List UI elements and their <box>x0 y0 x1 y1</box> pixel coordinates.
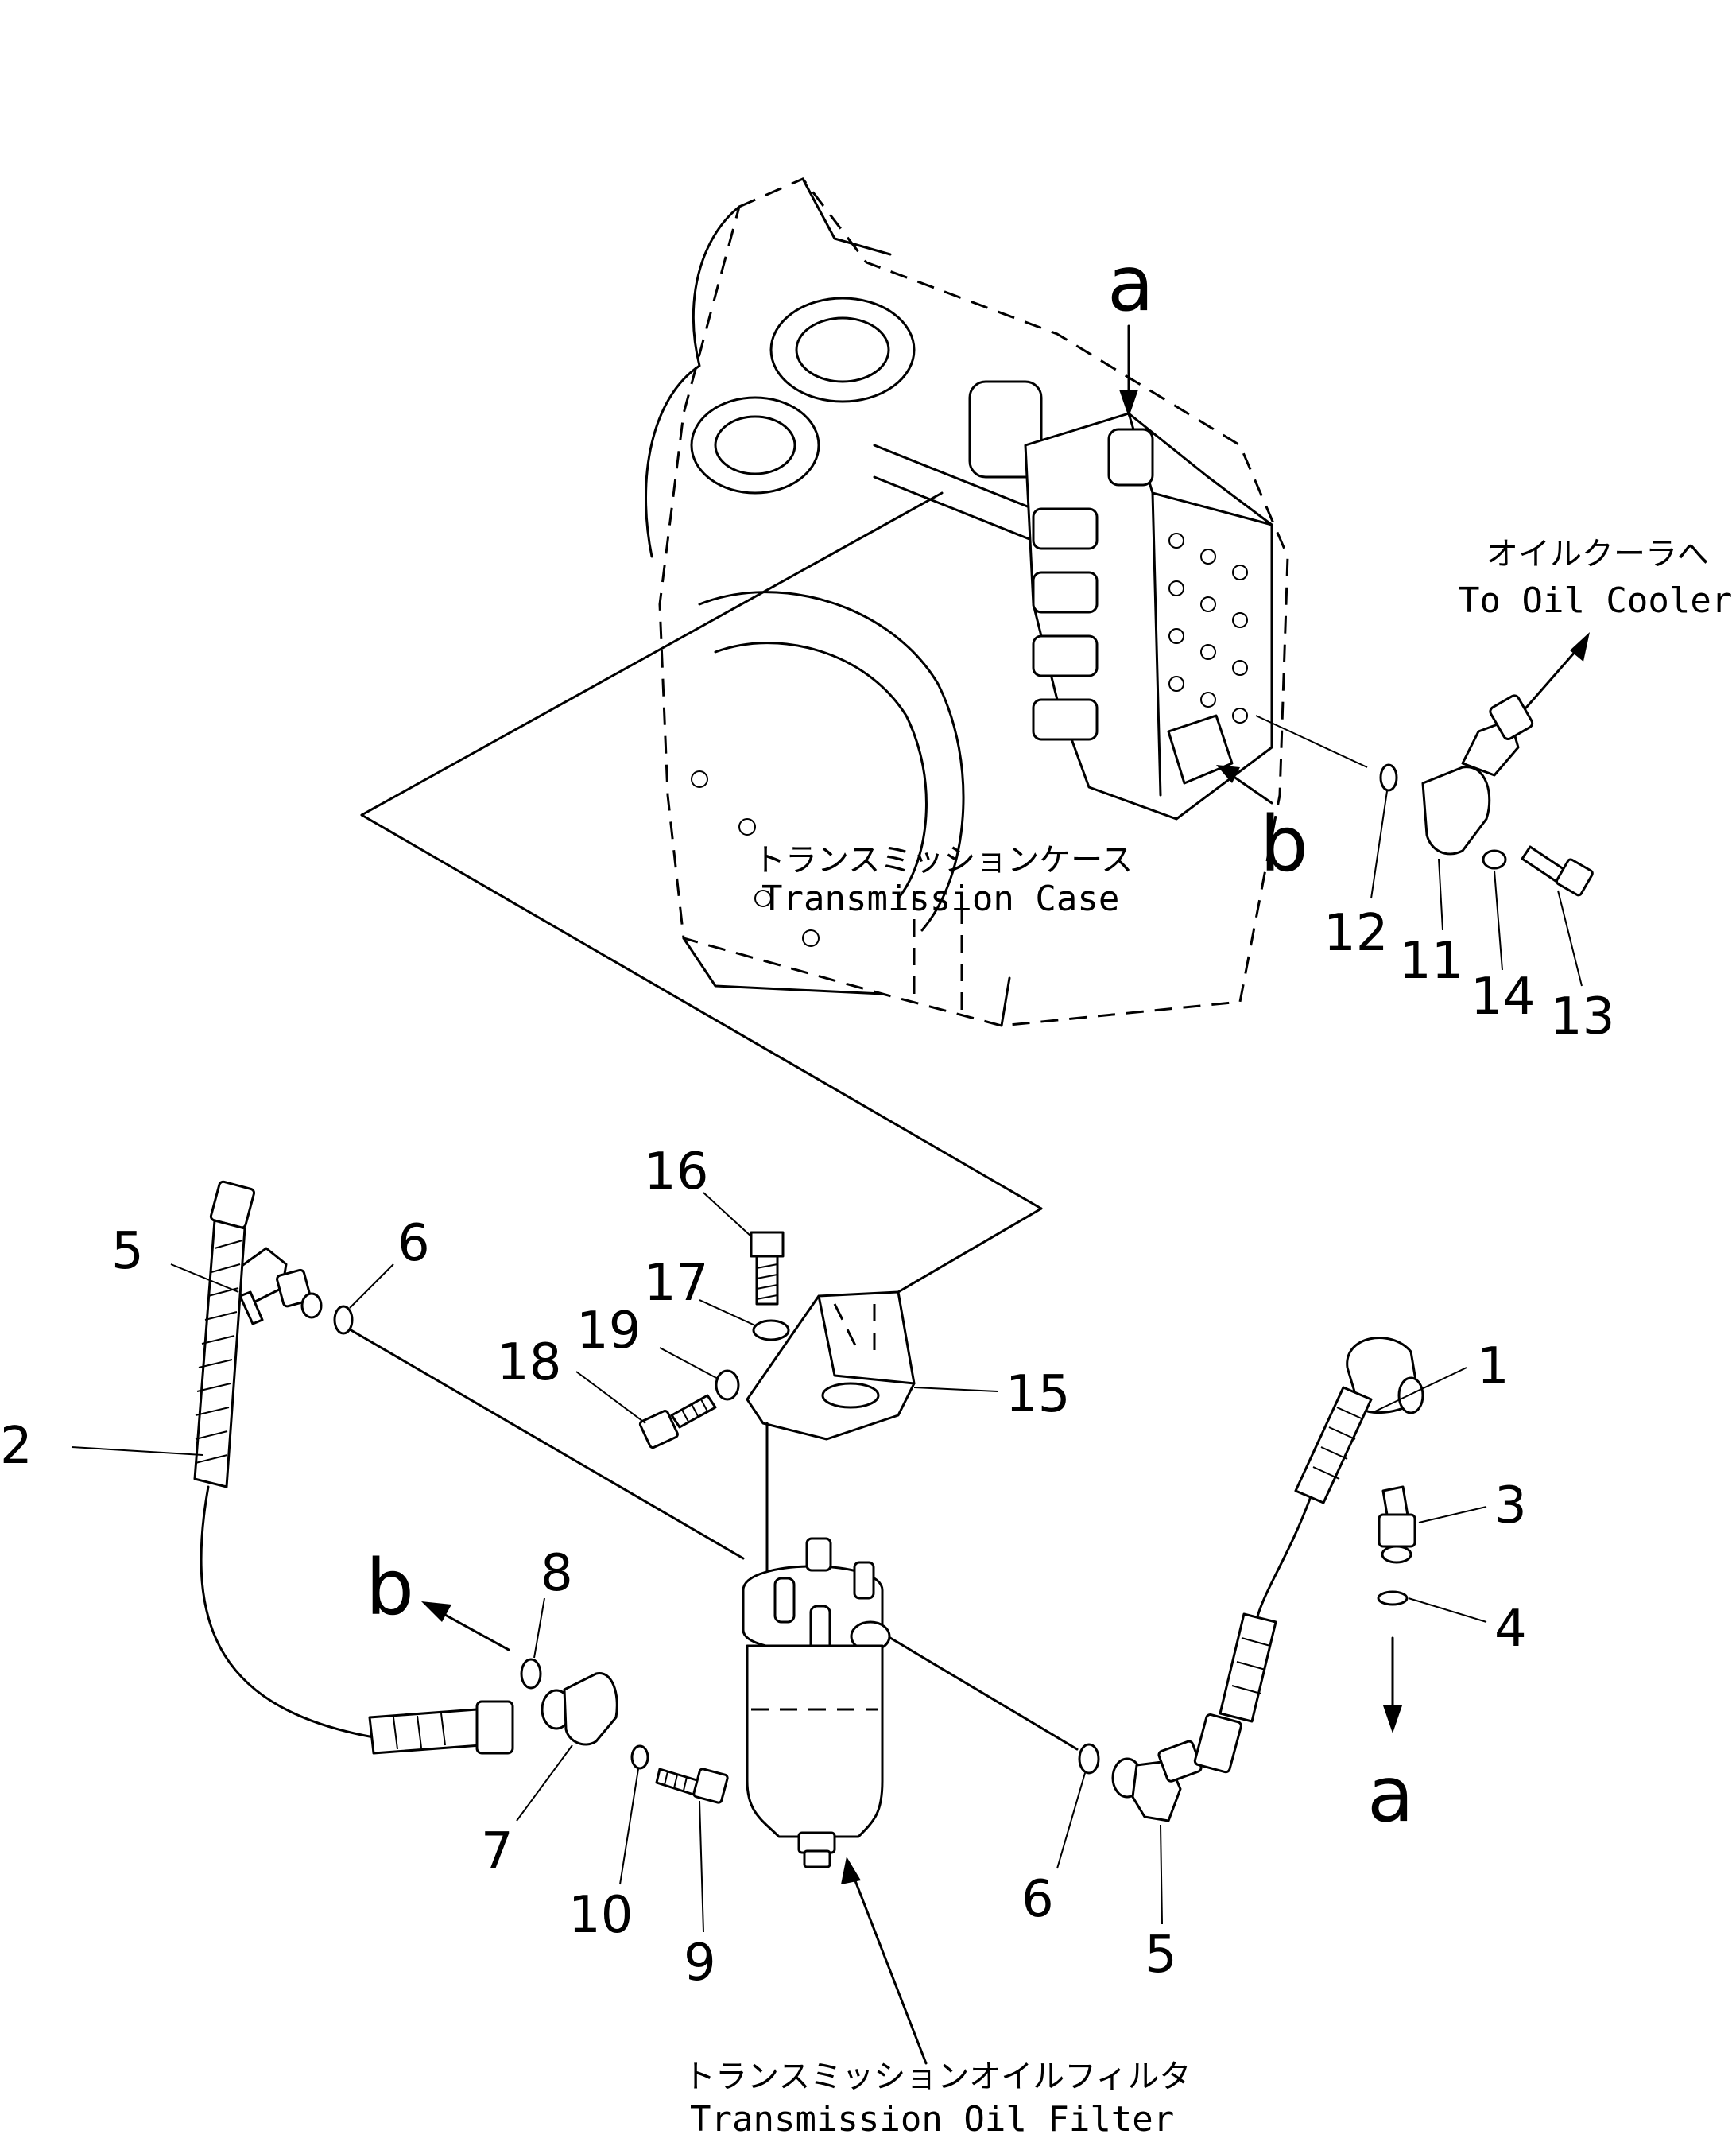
o-ring-6-left <box>333 1305 354 1335</box>
part-number-5-right: 5 <box>1145 1926 1177 1985</box>
part-number-2: 2 <box>0 1417 33 1476</box>
o-ring-8 <box>520 1658 542 1690</box>
right-hose-assembly <box>889 1337 1424 1822</box>
part-number-13: 13 <box>1550 988 1614 1046</box>
marker-a-top: a <box>1107 239 1154 417</box>
part-number-10: 10 <box>568 1886 633 1945</box>
part-number-6-right: 6 <box>1021 1870 1054 1929</box>
marker-b-left: b <box>366 1543 414 1632</box>
left-hose-assembly <box>193 1180 745 1804</box>
o-ring-12 <box>1379 763 1398 792</box>
oil-filter-label-jp: トランスミッションオイルフィルタ <box>684 2059 1191 2095</box>
bolt-18-shank <box>670 1394 717 1429</box>
o-ring-6-right <box>1078 1743 1100 1775</box>
hose-1-sleeve <box>1294 1386 1373 1504</box>
washer-19 <box>715 1369 740 1401</box>
part-number-11: 11 <box>1399 932 1463 991</box>
part-number-12: 12 <box>1323 904 1388 963</box>
leader-lines <box>71 790 1583 1933</box>
flange-7 <box>563 1672 618 1746</box>
o-ring-4 <box>1377 1590 1409 1606</box>
part-number-7: 7 <box>481 1822 513 1881</box>
marker-b-case: b <box>1216 765 1308 889</box>
part-number-15: 15 <box>1006 1365 1070 1424</box>
marker-a-right: a <box>1367 1750 1414 1839</box>
marker-a-top-letter: a <box>1107 239 1154 328</box>
washer-10 <box>630 1744 649 1770</box>
part-number-16: 16 <box>644 1143 708 1201</box>
part-number-6-left: 6 <box>397 1214 430 1273</box>
to-oil-cooler-label-en: To Oil Cooler <box>1459 580 1732 621</box>
transmission-case-label: トランスミッションケース Transmission Case <box>754 842 1133 919</box>
part-number-18: 18 <box>497 1333 561 1392</box>
part-number-14: 14 <box>1471 968 1535 1026</box>
oil-filter-label-en: Transmission Oil Filter <box>690 2099 1174 2140</box>
part-number-19: 19 <box>576 1302 641 1360</box>
oil-cooler-connection: オイルクーラへ To Oil Cooler <box>1255 536 1732 897</box>
marker-b-case-letter: b <box>1260 800 1308 889</box>
part-number-4: 4 <box>1494 1600 1527 1659</box>
transmission-case-label-en: Transmission Case <box>761 879 1119 919</box>
bracket-15 <box>746 1290 916 1441</box>
part-numbers: 1 2 3 4 5 5 6 6 7 8 9 10 11 12 13 14 15 … <box>0 904 1614 1993</box>
connector-3 <box>1378 1513 1416 1548</box>
filter-bracket-assembly <box>638 1231 916 1572</box>
washer-14 <box>1482 849 1507 870</box>
part-number-3: 3 <box>1494 1477 1527 1535</box>
part-number-1: 1 <box>1477 1337 1509 1396</box>
part-number-5-left: 5 <box>111 1222 144 1281</box>
bolt-16-head <box>750 1231 785 1258</box>
transmission-case-label-jp: トランスミッションケース <box>754 842 1133 879</box>
to-oil-cooler-label-jp: オイルクーラへ <box>1486 536 1709 572</box>
washer-17 <box>752 1319 790 1341</box>
transmission-case-drawing <box>360 177 1289 1294</box>
part-number-8: 8 <box>541 1544 573 1603</box>
part-number-9: 9 <box>684 1934 716 1993</box>
elbow-flange-11 <box>1421 766 1491 856</box>
bolt-9 <box>655 1768 701 1797</box>
part-number-17: 17 <box>644 1254 708 1313</box>
hose-2-sleeve <box>193 1219 246 1488</box>
transmission-oil-filter <box>742 1537 928 2065</box>
bolt-18-head <box>638 1410 679 1449</box>
